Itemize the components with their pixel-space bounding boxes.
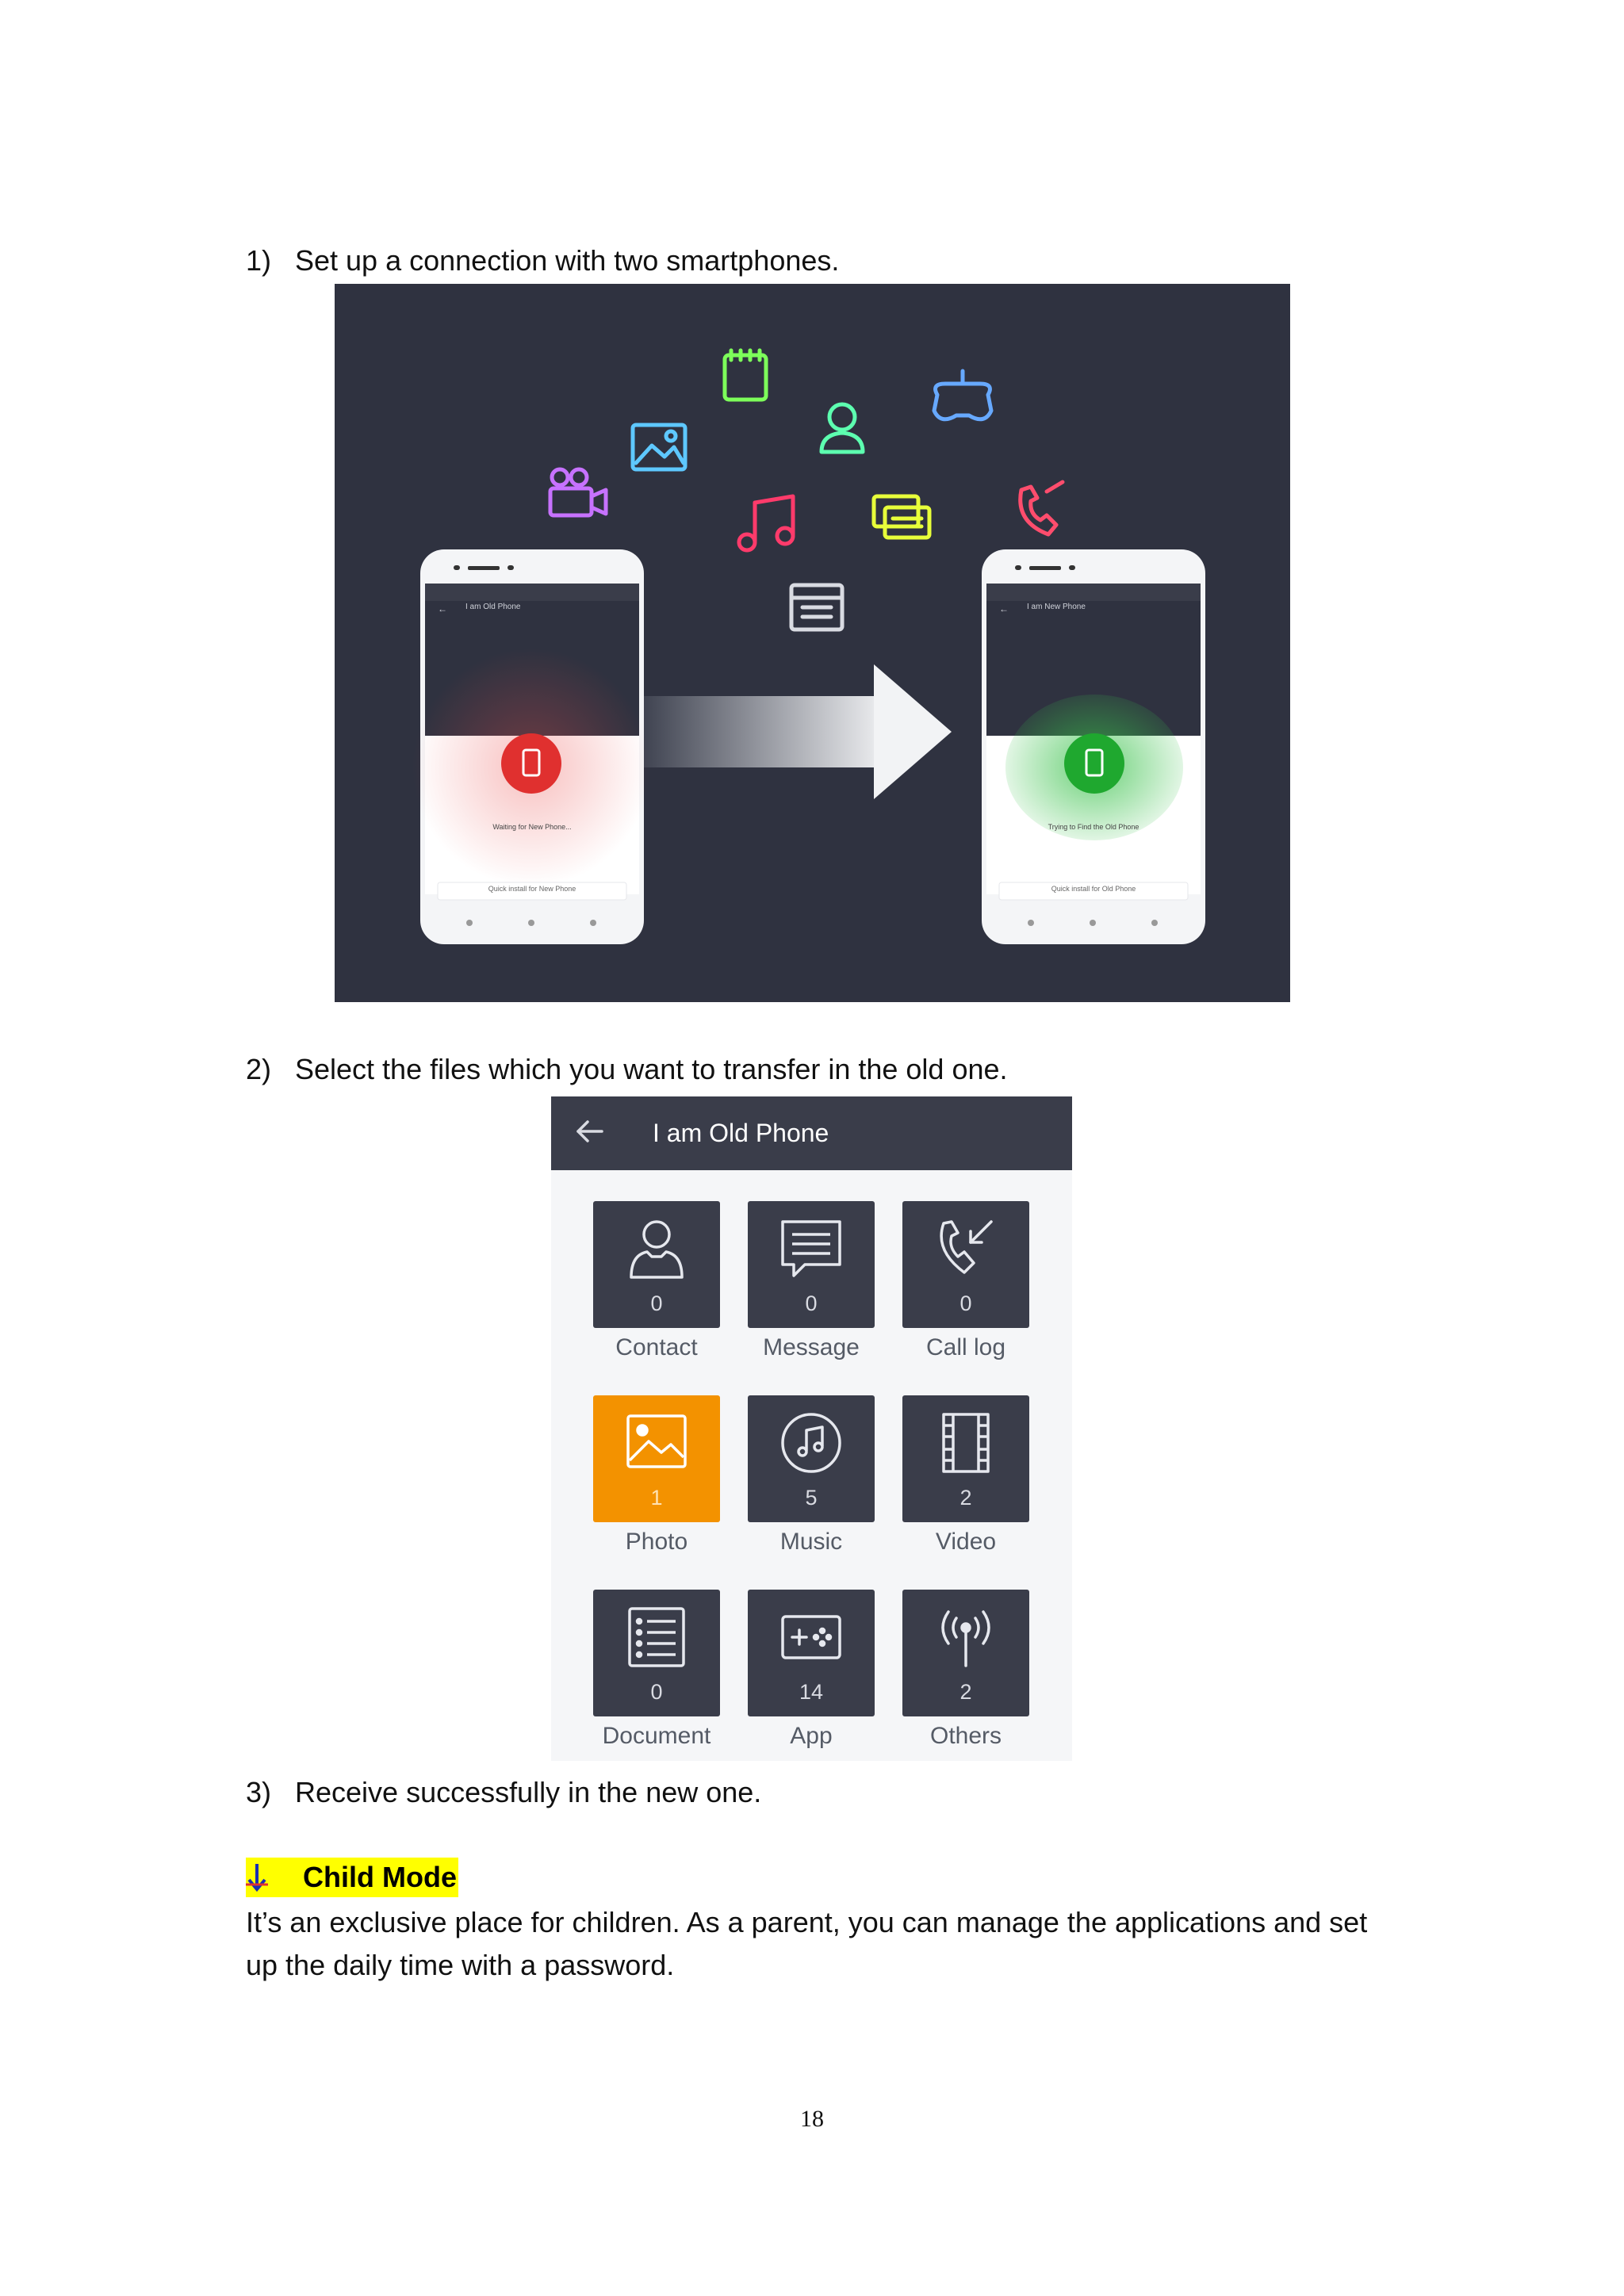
category-tile-app[interactable]: 14 <box>748 1590 875 1716</box>
screen-title: I am Old Phone <box>653 1119 829 1147</box>
old-phone-status: Waiting for New Phone... <box>492 823 572 831</box>
category-tile-photo[interactable]: 1 <box>593 1395 720 1522</box>
phone-call-icon <box>1018 480 1065 537</box>
new-phone-title: I am New Phone <box>1027 603 1086 611</box>
photo-icon <box>626 1414 687 1468</box>
calendar-grid-icon <box>789 583 845 632</box>
tile-count: 1 <box>650 1486 663 1510</box>
category-tile-document[interactable]: 0 <box>593 1590 720 1716</box>
category-tile-message[interactable]: 0 <box>748 1201 875 1328</box>
message-icon <box>871 494 932 540</box>
gamepad-icon <box>932 369 994 422</box>
tile-label: Document <box>602 1723 711 1749</box>
tile-count: 0 <box>805 1292 818 1315</box>
tile-count: 2 <box>959 1486 972 1510</box>
step-number: 3) <box>246 1776 272 1808</box>
heading-text: Child Mode <box>303 1861 457 1893</box>
app-icon <box>781 1615 841 1659</box>
connection-illustration: ← ← <box>335 284 1290 1002</box>
image-icon <box>630 423 688 472</box>
transfer-arrow <box>636 664 952 799</box>
tile-label: Contact <box>615 1334 698 1360</box>
svg-text:←: ← <box>438 603 447 614</box>
old-phone: ← <box>412 549 650 944</box>
new-phone-status: Trying to Find the Old Phone <box>1048 823 1139 831</box>
child-mode-description: It’s an exclusive place for children. As… <box>246 1906 1368 1981</box>
category-tile-music[interactable]: 5 <box>748 1395 875 1522</box>
video-camera-icon <box>548 467 608 518</box>
music-icon <box>781 1413 841 1473</box>
step-text: Set up a connection with two smartphones… <box>295 244 840 277</box>
tile-label: Others <box>929 1723 1002 1749</box>
music-icon <box>737 494 795 553</box>
old-phone-title: I am Old Phone <box>465 603 521 611</box>
tile-label: Call log <box>925 1334 1006 1360</box>
message-icon <box>781 1220 841 1277</box>
step-3: 3) Receive successfully in the new one. <box>246 1776 761 1809</box>
connection-illustration-art: ← ← <box>412 348 1205 944</box>
tile-count: 0 <box>650 1680 663 1704</box>
new-phone: ← <box>982 549 1205 944</box>
step-2: 2) Select the files which you want to tra… <box>246 1053 1008 1086</box>
new-phone-button[interactable]: Quick install for Old Phone <box>1051 885 1136 893</box>
contact-icon <box>819 402 865 454</box>
category-tile-others[interactable]: 2 <box>902 1590 1029 1716</box>
tile-label: Music <box>779 1529 843 1555</box>
category-tile-video[interactable]: 2 <box>902 1395 1029 1522</box>
tile-label: Video <box>935 1529 997 1555</box>
svg-text:←: ← <box>999 603 1009 614</box>
tile-count: 2 <box>959 1680 972 1704</box>
tile-count: 0 <box>959 1292 972 1315</box>
app-header: I am Old Phone <box>551 1096 1072 1170</box>
document-icon <box>628 1607 685 1667</box>
step-text: Select the files which you want to trans… <box>295 1053 1008 1085</box>
tile-count: 0 <box>650 1292 663 1315</box>
step-number: 2) <box>246 1053 272 1085</box>
tile-label: Photo <box>625 1529 688 1555</box>
contact-icon <box>630 1220 684 1279</box>
tile-count: 14 <box>799 1680 824 1704</box>
old-phone-button[interactable]: Quick install for New Phone <box>488 885 576 893</box>
tile-label: Message <box>763 1334 860 1360</box>
call-log-icon <box>940 1220 993 1274</box>
step-1: 1) Set up a connection with two smartphon… <box>246 244 839 277</box>
page-number: 18 <box>800 2106 824 2132</box>
back-arrow-icon[interactable] <box>572 1114 607 1149</box>
video-icon <box>942 1413 990 1473</box>
calendar-icon <box>722 348 768 402</box>
tile-count: 5 <box>805 1486 818 1510</box>
others-icon <box>941 1610 990 1667</box>
file-selection-screen: I am Old Phone 0 Contact 0 Message 0 Cal… <box>551 1096 1072 1761</box>
category-tile-call-log[interactable]: 0 <box>902 1201 1029 1328</box>
tile-label: App <box>790 1723 833 1749</box>
arrow-bullet-icon <box>246 1864 268 1892</box>
child-mode-heading: Child Mode <box>246 1858 458 1897</box>
category-tile-contact[interactable]: 0 <box>593 1201 720 1328</box>
step-text: Receive successfully in the new one. <box>295 1776 762 1808</box>
step-number: 1) <box>246 244 272 277</box>
